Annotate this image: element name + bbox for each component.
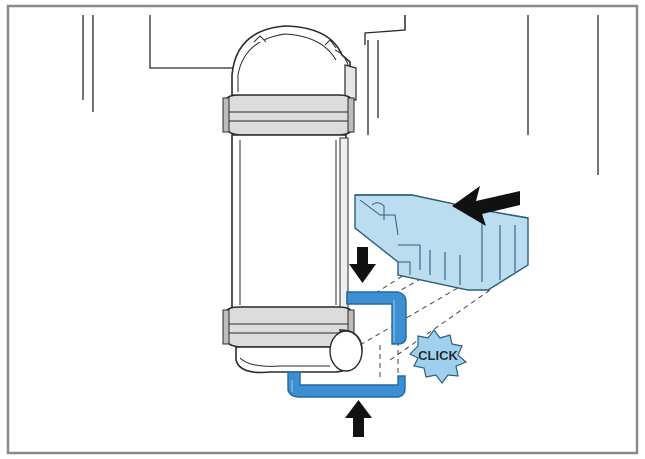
arrow-down-icon (349, 247, 376, 283)
arrow-left-icon (452, 186, 520, 226)
click-label: CLICK (418, 348, 458, 363)
background-wall-lines (82, 15, 599, 175)
lower-bracket (287, 371, 406, 398)
unit-upper-strap (225, 94, 353, 136)
unit-body (231, 134, 347, 311)
appliance-unit (222, 25, 363, 374)
arrow-up-icon (345, 400, 372, 437)
upper-bracket (346, 291, 407, 345)
click-burst-icon: CLICK (408, 329, 468, 384)
